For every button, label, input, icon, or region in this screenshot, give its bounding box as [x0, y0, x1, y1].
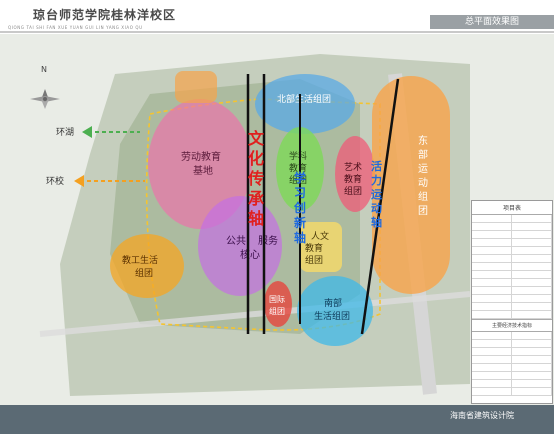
label-art-3: 组团 — [344, 185, 362, 197]
svg-text:学: 学 — [294, 170, 306, 185]
svg-text:组: 组 — [418, 190, 428, 203]
legend-row — [472, 255, 552, 263]
svg-text:东: 东 — [418, 134, 428, 147]
zone-north-small — [175, 71, 217, 103]
label-intl-2: 组团 — [269, 306, 285, 316]
label-humanities-1: 人文 — [311, 230, 329, 242]
legend-row — [472, 271, 552, 279]
axis-culture-label: 文化传 承轴 — [247, 129, 265, 228]
label-public-1: 公共 — [226, 235, 246, 247]
svg-text:化: 化 — [248, 149, 264, 168]
legend-row — [472, 311, 552, 319]
svg-text:动: 动 — [418, 177, 428, 189]
zone-art — [335, 136, 375, 212]
svg-text:团: 团 — [418, 205, 428, 217]
label-science-2: 教育 — [289, 162, 307, 174]
legend-row — [472, 215, 552, 223]
svg-text:轴: 轴 — [248, 209, 264, 228]
svg-text:创: 创 — [293, 200, 306, 215]
label-public-2: 服务 — [258, 234, 278, 247]
svg-text:文: 文 — [248, 129, 265, 148]
label-art-2: 教育 — [344, 173, 362, 185]
axis-sport-label: 活力运 动轴 — [371, 159, 382, 229]
svg-text:力: 力 — [371, 173, 382, 187]
svg-text:运: 运 — [371, 188, 382, 201]
legend-row — [472, 372, 552, 380]
legend-row — [472, 263, 552, 271]
legend-row — [472, 247, 552, 255]
legend-row — [472, 380, 552, 388]
svg-text:运: 运 — [418, 163, 428, 175]
svg-text:活: 活 — [371, 159, 382, 173]
axis-sport-line — [360, 78, 400, 335]
legend-row — [472, 231, 552, 239]
huanhu-label: 环湖 — [56, 127, 74, 138]
south-road — [39, 291, 471, 337]
footer-bar: 海南省建筑设计院 — [0, 405, 554, 434]
legend-row — [472, 223, 552, 231]
label-south-life-1: 南部 — [324, 297, 342, 309]
svg-text:轴: 轴 — [371, 215, 382, 229]
svg-text:传: 传 — [247, 169, 264, 188]
zone-north-life — [255, 74, 355, 134]
legend-row — [472, 340, 552, 348]
label-humanities-3: 组团 — [305, 254, 323, 266]
label-art-1: 艺术 — [344, 161, 362, 173]
compass-north-label: N — [41, 65, 47, 74]
zone-public — [198, 196, 282, 296]
heading-bar: 总平面效果图 — [430, 15, 554, 29]
page-title: 琼台师范学院桂林洋校区 — [33, 8, 177, 22]
legend-row — [472, 332, 552, 340]
svg-text:轴: 轴 — [294, 230, 306, 245]
campus-map: N 环湖 环校 劳动教育 基地 北部生活组团 学科 教育 组团 艺术 教育 组团 — [0, 34, 554, 405]
legend-row — [472, 295, 552, 303]
svg-text:动: 动 — [371, 201, 382, 215]
zone-intl — [264, 281, 292, 327]
label-teacher-life-1: 教工生活 — [122, 254, 158, 266]
svg-text:部: 部 — [418, 148, 428, 161]
project-legend-table: 项目表 主要经济技术指标 — [471, 200, 553, 404]
page-subtitle: QIONG TAI SHI FAN XUE YUAN GUI LIN YANG … — [8, 25, 143, 30]
label-east-sport: 东部运 动组团 — [418, 134, 428, 217]
zone-teacher-life — [110, 234, 184, 298]
legend-row — [472, 356, 552, 364]
svg-text:新: 新 — [294, 215, 306, 230]
label-north-life: 北部生活组团 — [277, 93, 331, 105]
zone-south-life — [297, 276, 373, 346]
label-humanities-2: 教育 — [305, 242, 323, 254]
label-public-3: 核心 — [240, 248, 260, 261]
axis-innovation-label: 学习创 新轴 — [293, 170, 306, 245]
legend-row — [472, 388, 552, 396]
legend-subheader: 主要经济技术指标 — [472, 319, 552, 332]
svg-text:习: 习 — [294, 186, 306, 200]
zone-labor — [148, 99, 252, 229]
label-labor-2: 基地 — [193, 164, 213, 177]
huanxiao-arrow-icon — [74, 175, 84, 187]
label-science-1: 学科 — [289, 150, 307, 162]
legend-row — [472, 348, 552, 356]
header-divider — [0, 31, 554, 33]
legend-row — [472, 303, 552, 311]
label-intl-1: 国际 — [269, 295, 285, 304]
legend-row — [472, 239, 552, 247]
legend-header: 项目表 — [472, 201, 552, 215]
footer-org: 海南省建筑设计院 — [450, 411, 514, 420]
svg-text:承: 承 — [248, 189, 264, 208]
huanxiao-label: 环校 — [46, 175, 64, 187]
legend-row — [472, 279, 552, 287]
label-teacher-life-2: 组团 — [135, 267, 153, 279]
label-science-3: 组团 — [289, 174, 307, 186]
label-south-life-2: 生活组团 — [314, 310, 350, 322]
label-labor-1: 劳动教育 — [181, 150, 221, 163]
legend-row — [472, 364, 552, 372]
legend-row — [472, 287, 552, 295]
compass-icon — [30, 89, 60, 109]
huanhu-arrow-icon — [82, 126, 92, 138]
zone-humanities — [300, 222, 342, 272]
